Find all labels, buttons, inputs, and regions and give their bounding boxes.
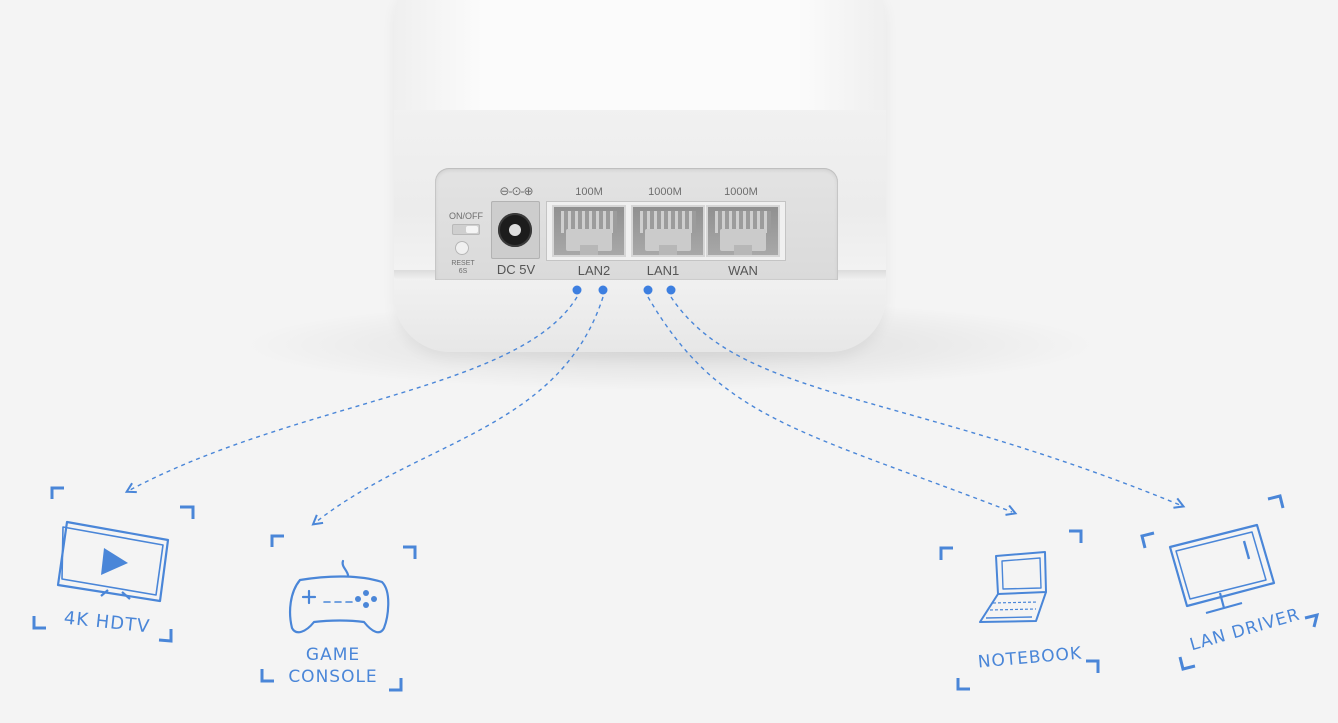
lan1-speed-label: 1000M	[648, 186, 682, 198]
port-socket	[566, 229, 612, 251]
port-socket	[645, 229, 691, 251]
dc-label: DC 5V	[496, 262, 536, 277]
dc-polarity-symbol: ⊖-⊙-⊕	[499, 184, 533, 198]
port-pins	[561, 211, 617, 233]
lan2-port-label: LAN2	[577, 263, 611, 278]
link-to-notebook	[647, 296, 1018, 516]
lan2-link-dot-a	[572, 285, 582, 295]
lan1-link-dot-a	[643, 285, 653, 295]
reset-time-text: 6S	[458, 268, 468, 275]
console-label-line1: GAME	[305, 645, 361, 665]
power-switch-label: ON/OFF	[449, 211, 483, 221]
tv-icon	[56, 520, 170, 603]
port-clip	[580, 245, 598, 255]
lan1-port[interactable]	[631, 205, 705, 257]
port-clip	[659, 245, 677, 255]
lan1-port-label: LAN1	[646, 263, 680, 278]
port-pins	[715, 211, 771, 233]
port-clip	[734, 245, 752, 255]
wan-port-label: WAN	[728, 263, 758, 278]
link-to-lan-driver	[670, 296, 1186, 509]
link-to-hdtv	[124, 296, 578, 494]
hdtv-frame	[32, 486, 195, 643]
lan-driver-frame	[1140, 494, 1320, 671]
port-pins	[640, 211, 696, 233]
reset-label-text: RESET	[451, 260, 475, 267]
notebook-frame	[939, 529, 1100, 691]
reset-label: RESET 6S	[446, 260, 480, 276]
gamepad-icon	[289, 559, 390, 634]
console-label-line2: CONSOLE	[288, 667, 378, 687]
reset-button[interactable]	[455, 241, 469, 255]
monitor-icon	[1168, 523, 1276, 615]
wan-port[interactable]	[706, 205, 780, 257]
lan2-port[interactable]	[552, 205, 626, 257]
dc-jack-pin	[509, 224, 521, 236]
lan1-link-dot-b	[666, 285, 676, 295]
link-to-console	[311, 296, 604, 526]
wan-speed-label: 1000M	[724, 186, 758, 198]
port-socket	[720, 229, 766, 251]
lan2-link-dot-b	[598, 285, 608, 295]
lan2-speed-label: 100M	[575, 186, 603, 198]
power-switch-knob	[466, 226, 478, 233]
laptop-icon	[979, 551, 1047, 623]
console-frame	[260, 534, 417, 692]
router-tower	[394, 0, 886, 110]
